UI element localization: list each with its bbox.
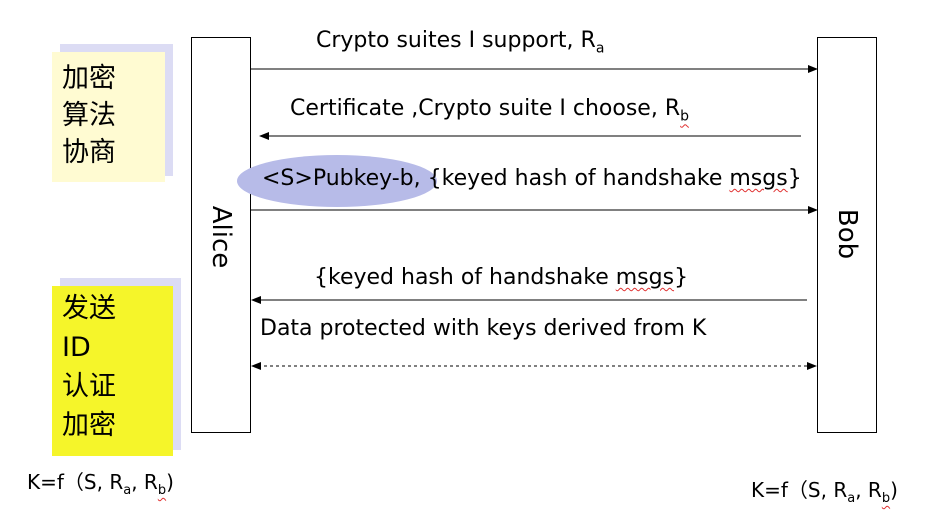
formula-left-prefix: K=f（S, R	[27, 470, 124, 494]
message-data-protected: Data protected with keys derived from K	[260, 316, 706, 341]
formula-left-sub-a: a	[123, 483, 132, 498]
bottom-box-line-3: 认证	[62, 371, 116, 402]
bob-lifeline	[817, 37, 877, 433]
formula-right-prefix: K=f（S, R	[751, 478, 848, 502]
formula-left-mid: , R	[131, 470, 158, 494]
message-2-text: Certificate ,Crypto suite I choose, R	[290, 96, 681, 121]
formula-right: K=f（S, Ra, Rb)	[751, 474, 898, 506]
top-box-line-3: 协商	[62, 137, 116, 168]
formula-right-mid: , R	[855, 478, 882, 502]
message-5-text: Data protected with keys derived from K	[260, 316, 707, 341]
message-4-wavy: msgs	[615, 265, 675, 290]
message-2-sub: b	[680, 108, 690, 125]
bottom-box-line-1: 发送	[62, 293, 116, 324]
formula-left-end: )	[166, 470, 174, 494]
message-certificate: Certificate ,Crypto suite I choose, Rb	[290, 96, 689, 124]
message-pubkey: <S>Pubkey-b, {keyed hash of handshake ms…	[262, 166, 802, 191]
formula-right-sub-b: b	[881, 491, 891, 506]
message-4-end: }	[674, 265, 689, 290]
pubkey-highlight-ellipse	[237, 155, 437, 207]
formula-right-sub-a: a	[847, 491, 856, 506]
message-3-rest: {keyed hash of handshake	[420, 166, 730, 191]
message-3-wavy: msgs	[729, 166, 788, 191]
message-4-text: {keyed hash of handshake	[314, 265, 616, 290]
top-box-line-2: 算法	[62, 100, 116, 131]
message-1-text: Crypto suites I support, R	[316, 28, 596, 53]
message-keyed-hash: {keyed hash of handshake msgs}	[314, 265, 688, 290]
formula-right-end: )	[890, 478, 898, 502]
bottom-box-line-2: ID	[62, 332, 91, 363]
send-id-auth-box: 发送 ID 认证 加密	[52, 286, 173, 456]
alice-lifeline	[191, 37, 251, 433]
formula-left: K=f（S, Ra, Rb)	[27, 466, 174, 498]
message-crypto-suites: Crypto suites I support, Ra	[316, 28, 604, 56]
message-3-end: }	[787, 166, 802, 191]
message-3-highlight: <S>Pubkey-b,	[262, 166, 421, 191]
top-box-line-1: 加密	[62, 63, 116, 94]
bottom-box-line-4: 加密	[62, 410, 116, 441]
formula-left-sub-b: b	[157, 483, 167, 498]
message-1-sub: a	[595, 40, 605, 57]
algorithm-negotiation-box: 加密 算法 协商	[52, 52, 165, 182]
